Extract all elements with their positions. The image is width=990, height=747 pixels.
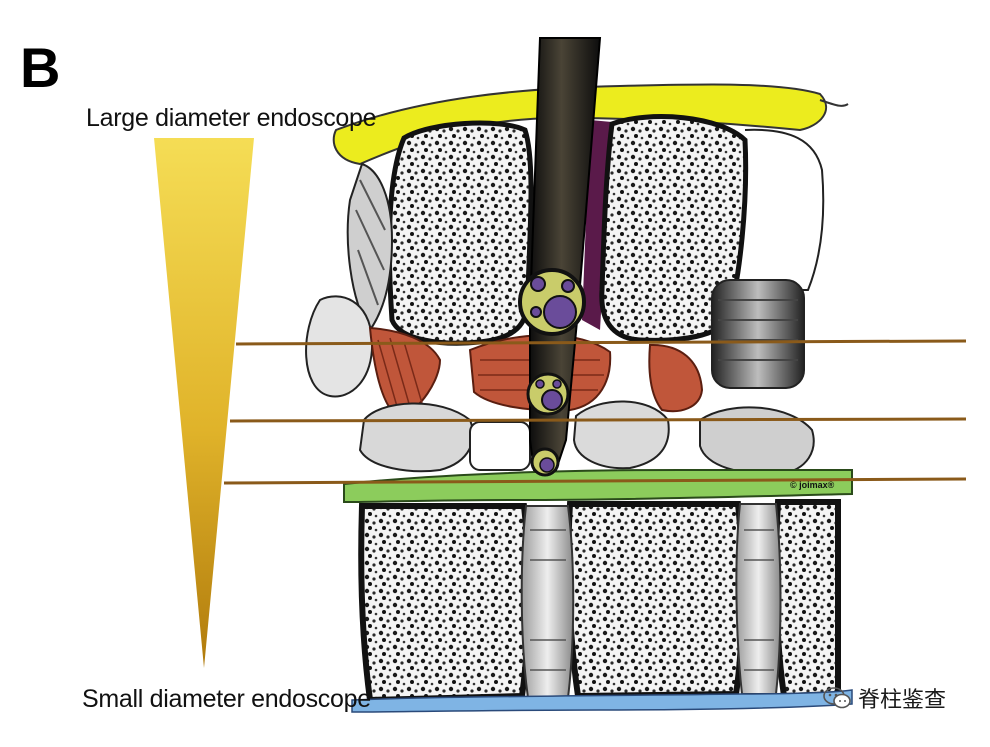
wechat-bubble-icon <box>823 687 851 709</box>
facet-right <box>711 279 805 389</box>
watermark: 脊柱鉴查 <box>822 682 946 714</box>
vertebral-body-left <box>358 503 532 704</box>
pedicle-left <box>358 402 474 473</box>
spinous-process-left <box>386 120 534 346</box>
disc-right <box>735 503 782 695</box>
panel-letter: B <box>20 36 61 99</box>
guide-line-medium <box>229 417 967 423</box>
pedicle-mid <box>572 400 670 470</box>
pedicle-right <box>699 406 815 476</box>
guide-line-large <box>235 339 967 346</box>
scope-tip-medium <box>526 372 570 416</box>
guide-line-small <box>223 477 967 485</box>
label-small-diameter: Small diameter endoscope <box>82 685 371 713</box>
vertebral-body-mid <box>565 501 746 700</box>
ligamentum-flavum <box>343 468 853 504</box>
multifidus-left <box>368 326 442 420</box>
label-large-diameter: Large diameter endoscope <box>86 104 377 132</box>
scope-tip-large <box>518 268 586 336</box>
lamina-left <box>346 162 394 332</box>
watermark-text: 脊柱鉴查 <box>858 688 947 713</box>
multifidus-right <box>648 343 704 413</box>
scope-tip-small <box>530 447 560 477</box>
vertebral-body-right <box>773 499 841 700</box>
copyright-mark: © joimax® <box>790 480 835 490</box>
posterior-longitudinal-ligament <box>351 689 853 713</box>
articular-process-left <box>305 295 374 398</box>
diameter-wedge <box>154 138 254 668</box>
disc-left <box>520 505 575 699</box>
